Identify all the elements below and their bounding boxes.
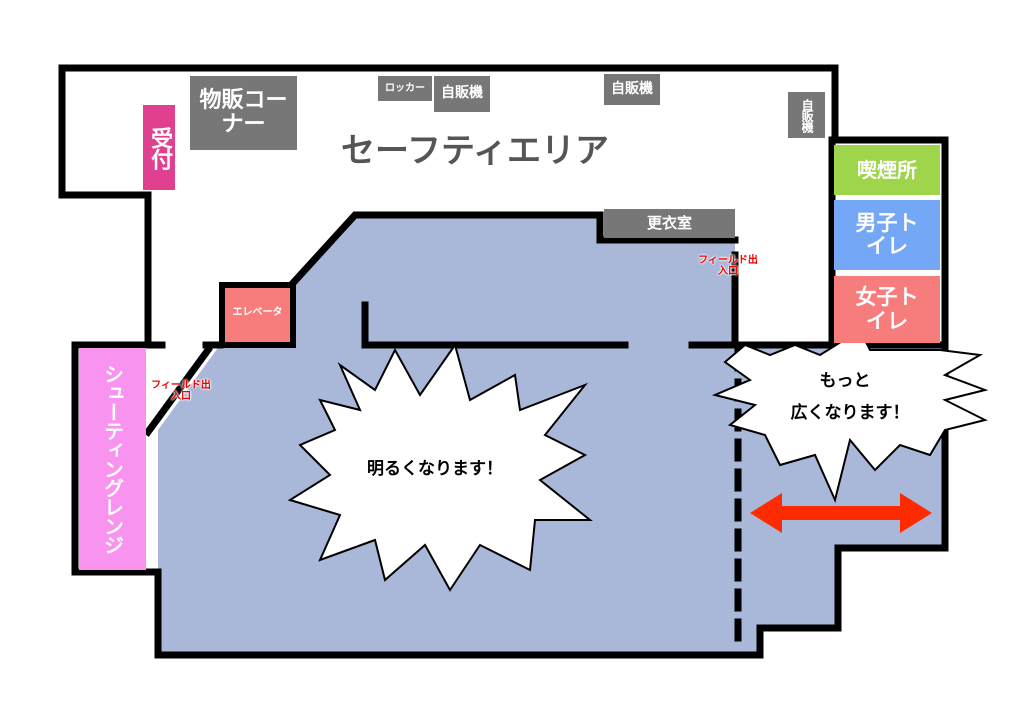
shop-corner-label: 物販コーナー [190,76,297,150]
field-entrance-label: フィールド出入口 [151,380,211,402]
double-arrow [750,493,932,533]
elevator-box [219,282,296,348]
locker-label: ロッカー [378,76,432,101]
smoking-area-label: 喫煙所 [834,145,940,195]
burst-brighter [287,342,593,592]
changing-room-label: 更衣室 [604,209,735,238]
mens-toilet-label: 男子トイレ [834,200,940,270]
callout-wider-line1: もっと [819,371,871,391]
field-entrance-label: フィールド出入口 [698,255,758,277]
shooting-range-label: シューティングレンジ [79,348,146,570]
reception-label: 受付 [143,105,175,190]
vending-machine-label: 自販機 [434,76,490,112]
callout-wider-line2: 広くなります！ [790,403,910,423]
elevator-label: エレベータ [232,307,283,318]
vending-machine-label: 自販機 [604,74,660,105]
womens-toilet-label: 女子トイレ [834,276,940,343]
vending-machine-label: 自販機 [788,92,825,138]
safety-area-title: セーフティエリア [341,131,609,171]
callout-brighter-text: 明るくなります！ [367,459,503,479]
